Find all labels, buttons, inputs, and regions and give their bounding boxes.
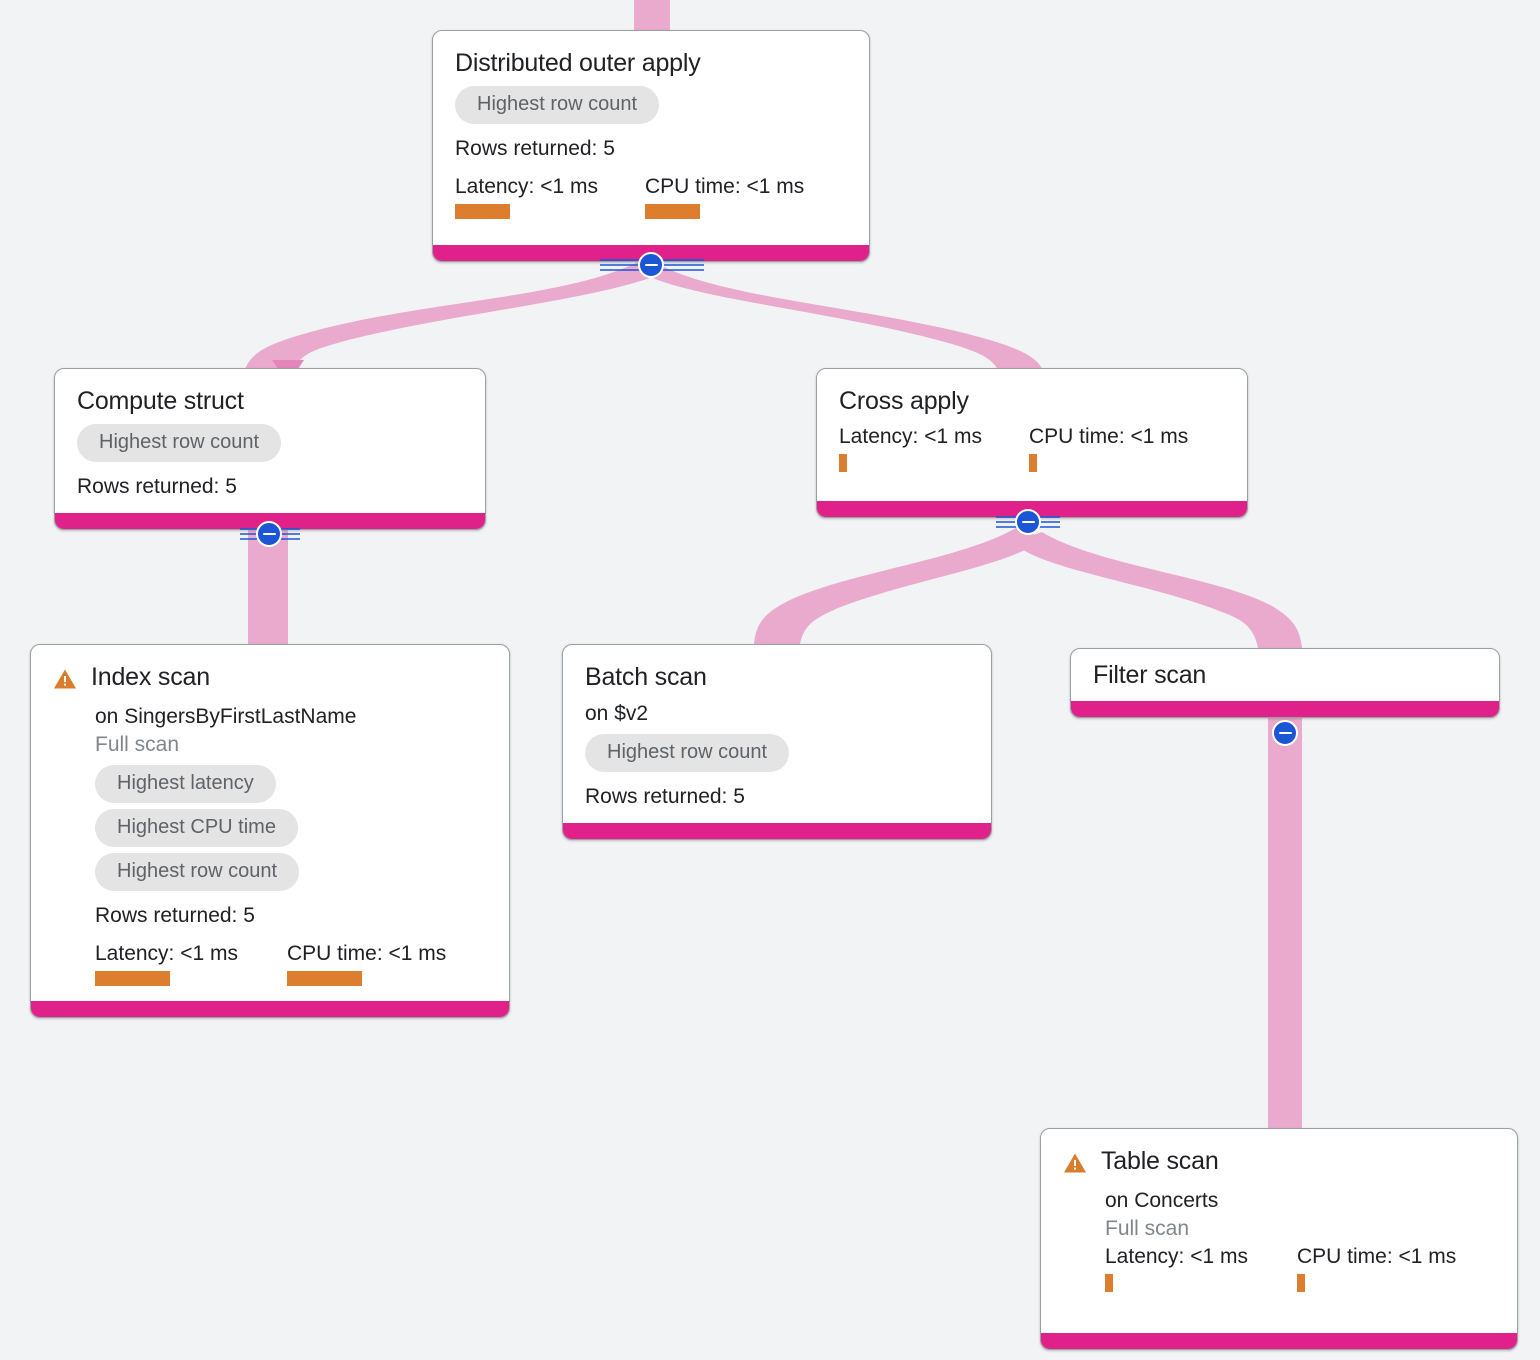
edge-root-to-compute-struct [244, 262, 666, 372]
plan-node-batch-scan[interactable]: Batch scan on $v2 Highest row count Rows… [562, 644, 992, 840]
metric-cpu: CPU time: <1 ms [287, 942, 447, 987]
collapse-button-cross-apply[interactable] [1015, 509, 1041, 535]
node-footer-bar [1071, 701, 1499, 717]
chip-highest-row-count: Highest row count [585, 733, 790, 772]
node-body: Batch scan on $v2 Highest row count Rows… [563, 645, 991, 823]
metric-latency: Latency: <1 ms [1105, 1245, 1297, 1293]
node-title: Distributed outer apply [455, 49, 701, 77]
chip-highest-row-count: Highest row count [455, 85, 660, 124]
node-title-row: Batch scan [585, 663, 969, 692]
edge-filter-scan-to-table-scan [1268, 716, 1302, 1134]
node-footer-bar [31, 1001, 509, 1017]
metric-cpu-bar [1029, 453, 1037, 472]
chip-highest-row-count: Highest row count [95, 853, 300, 892]
plan-node-cross-apply[interactable]: Cross apply Latency: <1 ms CPU time: <1 … [816, 368, 1248, 518]
warning-triangle-icon [53, 668, 77, 695]
rows-returned: Rows returned: 5 [455, 136, 615, 160]
metric-latency: Latency: <1 ms [455, 175, 645, 219]
edge-root-to-cross-apply [648, 266, 1044, 374]
plan-node-compute-struct[interactable]: Compute struct Highest row count Rows re… [54, 368, 486, 530]
metric-latency-bar [1105, 1274, 1113, 1293]
node-title-row: Cross apply [839, 387, 1225, 416]
metric-latency-label: Latency: <1 ms [95, 942, 238, 966]
node-title: Batch scan [585, 663, 707, 691]
plan-node-table-scan[interactable]: Table scan on Concerts Full scan Latency… [1040, 1128, 1518, 1350]
metric-cpu-bar [287, 971, 362, 987]
node-details: on SingersByFirstLastName Full scan High… [53, 704, 487, 987]
edge-compute-struct-to-index-scan [248, 530, 288, 660]
node-subtitle: on Concerts [1105, 1189, 1219, 1212]
node-subtitle: on $v2 [585, 701, 649, 725]
node-title-row: Index scan [53, 663, 487, 695]
node-body: Index scan on SingersByFirstLastName Ful… [31, 645, 509, 1001]
node-metrics: Latency: <1 ms CPU time: <1 ms [455, 175, 847, 219]
node-chips: Highest latency Highest CPU time Highest… [95, 765, 487, 897]
metric-latency-label: Latency: <1 ms [1105, 1245, 1248, 1269]
metric-cpu-bar [645, 203, 700, 219]
plan-node-distributed-outer-apply[interactable]: Distributed outer apply Highest row coun… [432, 30, 870, 262]
node-body: Cross apply Latency: <1 ms CPU time: <1 … [817, 369, 1247, 501]
node-title: Index scan [91, 663, 210, 691]
metric-cpu-label: CPU time: <1 ms [1297, 1245, 1457, 1269]
metric-cpu: CPU time: <1 ms [645, 175, 804, 219]
node-footer-bar [1041, 1333, 1517, 1349]
node-title: Table scan [1101, 1147, 1219, 1175]
rows-returned: Rows returned: 5 [585, 784, 745, 808]
rows-returned: Rows returned: 5 [77, 474, 237, 498]
node-scan-note: Full scan [1105, 1217, 1190, 1241]
metric-cpu: CPU time: <1 ms [1029, 425, 1188, 472]
node-title: Filter scan [1093, 661, 1207, 689]
node-title-row: Distributed outer apply [455, 49, 847, 78]
rows-returned: Rows returned: 5 [95, 904, 255, 928]
metric-latency: Latency: <1 ms [839, 425, 1029, 472]
metric-latency-bar [95, 971, 170, 987]
node-subtitle: on SingersByFirstLastName [95, 705, 357, 728]
chip-highest-latency: Highest latency [95, 765, 276, 804]
plan-node-filter-scan[interactable]: Filter scan [1070, 648, 1500, 718]
metric-cpu: CPU time: <1 ms [1297, 1245, 1457, 1293]
node-title-row: Filter scan [1093, 661, 1477, 690]
metric-cpu-label: CPU time: <1 ms [287, 942, 447, 966]
node-chips: Highest row count [585, 733, 969, 778]
edge-cross-apply-to-filter-scan [1012, 532, 1302, 648]
metric-latency-bar [839, 453, 847, 472]
node-title: Compute struct [77, 387, 244, 415]
node-metrics: Latency: <1 ms CPU time: <1 ms [839, 425, 1225, 472]
collapse-button-compute-struct[interactable] [256, 521, 282, 547]
node-title-row: Compute struct [77, 387, 463, 416]
metric-latency-label: Latency: <1 ms [839, 424, 982, 448]
node-body: Distributed outer apply Highest row coun… [433, 31, 869, 245]
node-body: Filter scan [1071, 649, 1499, 701]
metric-latency-bar [455, 203, 510, 219]
node-chips: Highest row count [455, 85, 847, 130]
metric-latency: Latency: <1 ms [95, 942, 287, 987]
collapse-button-distributed-outer-apply[interactable] [638, 252, 664, 278]
node-body: Compute struct Highest row count Rows re… [55, 369, 485, 513]
node-title: Cross apply [839, 387, 969, 415]
collapse-button-filter-scan[interactable] [1272, 720, 1298, 746]
node-metrics: Latency: <1 ms CPU time: <1 ms [1105, 1245, 1495, 1293]
node-footer-bar [563, 823, 991, 839]
metric-cpu-label: CPU time: <1 ms [645, 174, 805, 198]
edge-cross-apply-to-batch-scan [754, 528, 1044, 644]
node-scan-note: Full scan [95, 733, 180, 757]
plan-node-index-scan[interactable]: Index scan on SingersByFirstLastName Ful… [30, 644, 510, 1018]
metric-cpu-label: CPU time: <1 ms [1029, 424, 1189, 448]
metric-cpu-bar [1297, 1274, 1305, 1293]
node-details: on Concerts Full scan Latency: <1 ms CPU… [1063, 1188, 1495, 1293]
node-body: Table scan on Concerts Full scan Latency… [1041, 1129, 1517, 1333]
node-chips: Highest row count [77, 423, 463, 468]
warning-triangle-icon [1063, 1152, 1087, 1179]
chip-highest-cpu-time: Highest CPU time [95, 809, 298, 848]
chip-highest-row-count: Highest row count [77, 423, 282, 462]
node-title-row: Table scan [1063, 1147, 1495, 1179]
node-metrics: Latency: <1 ms CPU time: <1 ms [95, 942, 487, 987]
metric-latency-label: Latency: <1 ms [455, 174, 598, 198]
